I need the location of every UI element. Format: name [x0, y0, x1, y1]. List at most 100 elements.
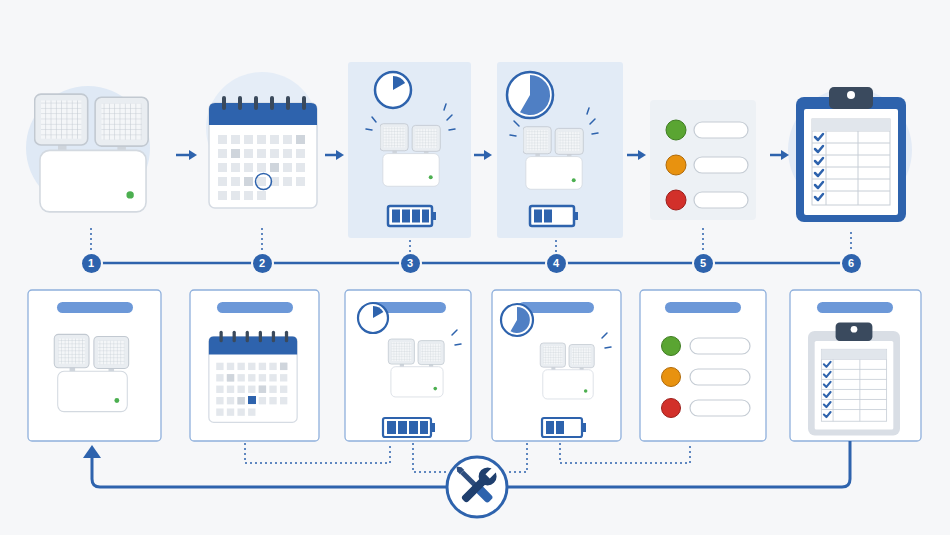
dotted-link: [245, 443, 390, 463]
status-list: [690, 338, 750, 354]
long-test: [511, 307, 530, 333]
short-test: [388, 206, 432, 226]
status-list: [662, 399, 681, 418]
emergency-light: [54, 334, 128, 411]
short-test: [452, 330, 461, 345]
clipboard-icon: [808, 323, 900, 436]
flow-arrow: [176, 154, 190, 157]
status-list: [662, 337, 751, 418]
status-list: [694, 192, 748, 208]
flow-arrow: [474, 154, 485, 157]
backdrop: [348, 62, 471, 238]
emergency-light: [35, 94, 149, 212]
short-test: [412, 210, 420, 223]
status-list: [666, 155, 686, 175]
leader-line: [91, 228, 851, 252]
leader-line: [702, 228, 704, 252]
status-list: [694, 157, 748, 173]
short-test: [358, 303, 461, 437]
backdrop: [497, 62, 623, 238]
long-test: [544, 210, 552, 223]
flow-arrow: [638, 150, 646, 160]
short-test: [432, 212, 436, 220]
step-number: 2: [253, 254, 272, 273]
long-test: [540, 343, 594, 399]
status-list: [662, 368, 681, 387]
long-test: [501, 304, 611, 437]
short-test: [375, 72, 411, 108]
step-number: 1: [82, 254, 101, 273]
step-number: 6: [842, 254, 861, 273]
callout-number: 5: [700, 257, 706, 269]
short-test: [420, 421, 428, 434]
timeline-line: [420, 262, 547, 265]
timeline-line: [713, 262, 842, 265]
short-test: [358, 303, 388, 333]
maintenance-icon: [457, 463, 501, 507]
short-test: [366, 104, 455, 130]
dotted-link: [560, 443, 690, 463]
flow-arrow: [770, 154, 782, 157]
short-test: [409, 421, 418, 434]
long-test: [556, 421, 564, 434]
title-placeholder: [217, 302, 293, 313]
status-list: [666, 120, 748, 210]
long-test: [542, 418, 582, 437]
short-test: [402, 210, 410, 223]
backdrop: [26, 62, 912, 238]
status-list: [690, 400, 750, 416]
long-test: [510, 108, 598, 136]
long-test: [523, 127, 583, 190]
flow-arrow: [627, 154, 639, 157]
callout-number: 4: [553, 257, 559, 269]
long-test: [582, 423, 586, 432]
title-placeholder: [57, 302, 893, 313]
status-list: [662, 337, 681, 356]
short-test: [431, 423, 435, 432]
status-list: [690, 369, 750, 385]
calendar-icon: [248, 396, 256, 404]
callout-number: 1: [88, 257, 94, 269]
short-test: [383, 418, 431, 437]
calendar-icon: [209, 331, 297, 423]
step-card: [28, 290, 921, 441]
long-test: [574, 212, 578, 220]
clipboard-icon: [796, 87, 906, 222]
calendar-icon: [256, 174, 272, 190]
timeline-line: [566, 262, 694, 265]
clipboard-icon: [796, 87, 906, 222]
clipboard-icon: [808, 323, 900, 436]
short-test: [380, 124, 440, 187]
callout-number: 2: [259, 257, 265, 269]
step-card: [640, 290, 766, 441]
short-test: [422, 210, 429, 223]
emergency-light: [35, 94, 149, 212]
leader-line: [409, 240, 411, 252]
flow-arrow: [189, 150, 197, 160]
flow-arrow: [781, 150, 789, 160]
step-number: 4: [547, 254, 566, 273]
dotted-link: [507, 443, 527, 472]
calendar-icon: [209, 331, 297, 423]
short-test: [398, 421, 407, 434]
timeline-line: [101, 262, 253, 265]
leader-line: [90, 228, 92, 252]
loop-arrow: [83, 445, 101, 458]
step-card: [345, 290, 471, 441]
callout-number: 3: [407, 257, 413, 269]
calendar-icon: [209, 96, 317, 208]
long-test: [534, 210, 542, 223]
long-test: [520, 75, 550, 115]
flow-arrow: [176, 150, 789, 160]
step-card: [492, 290, 621, 441]
long-test: [546, 421, 554, 434]
long-test: [602, 333, 611, 348]
short-test: [388, 339, 444, 397]
short-test: [387, 421, 396, 434]
step-card: [790, 290, 921, 441]
leader-line: [261, 228, 263, 252]
